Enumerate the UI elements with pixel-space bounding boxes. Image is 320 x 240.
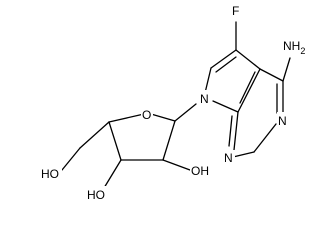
bond-c7a-n: [212, 100, 239, 113]
atom-amino-subscript: 2: [300, 46, 305, 56]
bond-n3-c2: [253, 123, 277, 153]
bond-c2-n1: [232, 151, 255, 158]
bond-c8-c7: [210, 49, 237, 69]
bond-c2-oh: [162, 159, 191, 171]
atom-oh-2: OH: [191, 164, 209, 178]
atom-oh-5: HO: [41, 167, 59, 181]
atom-amino-nh: NH: [283, 39, 300, 53]
bond-c1-c2: [162, 120, 176, 161]
molecule-svg: F NH2 N N N O OH HO HO: [40, 2, 317, 202]
atom-amino: NH2: [283, 39, 305, 56]
bond-c1-n: [174, 103, 197, 122]
atom-ring-oxygen: O: [142, 108, 151, 122]
bond-c7-c5a: [235, 49, 261, 70]
bond-c5a-c4: [259, 68, 284, 82]
bond-c4-nh2: [282, 57, 291, 82]
bond-c5-oh: [61, 147, 81, 171]
atom-fluorine: F: [232, 4, 239, 18]
atom-n9: N: [200, 92, 209, 106]
bond-c5a-c7a: [237, 68, 261, 113]
bond-c3-c4: [108, 121, 122, 161]
atom-labels: F NH2 N N N O OH HO HO: [40, 2, 317, 202]
bond-c3-oh: [103, 159, 122, 189]
bond-c8-c7-double: [215, 56, 237, 73]
bonds: [61, 21, 291, 189]
structure-diagram: F NH2 N N N O OH HO HO: [40, 2, 317, 202]
bond-n1-c7a: [233, 111, 239, 151]
bond-c4-o: [108, 113, 145, 123]
bond-n1-c7a-double: [228, 115, 233, 147]
atom-oh-3: HO: [87, 188, 105, 202]
bond-o-c1: [150, 113, 176, 122]
atom-n1: N: [224, 151, 233, 165]
bond-c4-c5: [79, 121, 110, 149]
bond-n-c8: [204, 67, 212, 94]
bond-c5a-c7a-double: [239, 71, 256, 104]
atom-n3: N: [278, 114, 287, 128]
